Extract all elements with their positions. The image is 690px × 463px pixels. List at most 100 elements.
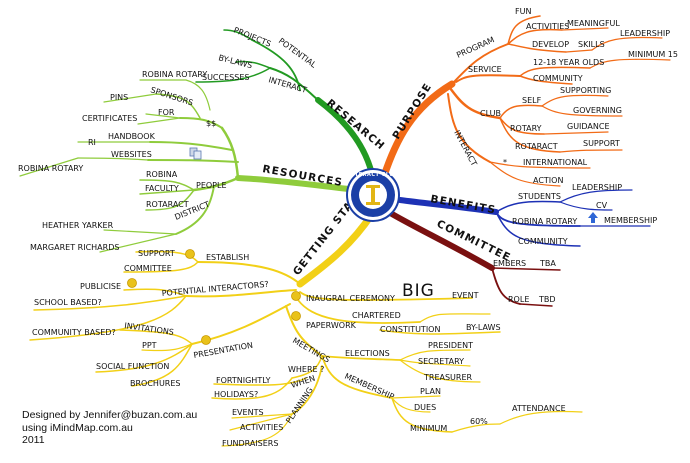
node-club: CLUB xyxy=(480,109,501,118)
node-rotaract: ROTARACT xyxy=(146,200,189,209)
node-planning: PLANNING xyxy=(284,386,315,425)
node-tbd: TBD xyxy=(538,295,556,304)
node-community: COMMUNITY xyxy=(533,74,583,83)
branch-committee xyxy=(389,211,561,307)
node-robina-rotary-2: ROBINA ROTARY xyxy=(18,164,83,173)
branch-purpose xyxy=(380,15,671,187)
node-program: PROGRAM xyxy=(455,35,496,60)
branch-title-research: RESEARCH xyxy=(324,97,387,153)
node-heather: HEATHER YARKER xyxy=(42,221,114,230)
node-cv: CV xyxy=(596,201,608,210)
node-event: EVENT xyxy=(452,291,479,300)
node-social-function: SOCIAL FUNCTION xyxy=(96,362,169,371)
node-support: SUPPORT xyxy=(138,249,175,258)
node-successes: SUCCESSES xyxy=(202,73,249,82)
branch-getting-started xyxy=(29,210,583,447)
node-paperwork: PAPERWORK xyxy=(306,321,357,330)
node-robina-rotary: ROBINA ROTARY xyxy=(142,70,207,79)
node-meetings: MEETINGS xyxy=(291,336,331,365)
credit-tool: using iMindMap.com.au xyxy=(22,421,133,434)
node-leadership: LEADERSHIP xyxy=(572,183,622,192)
branch-resources xyxy=(19,79,361,253)
node-develop: DEVELOP xyxy=(532,40,569,49)
node-bylaws: BY-LAWS xyxy=(466,323,501,332)
node-international: INTERNATIONAL xyxy=(523,158,588,167)
node-projects: PROJECTS xyxy=(232,26,272,49)
node-self: SELF xyxy=(522,96,542,105)
node-ppt: PPT xyxy=(142,341,157,350)
node-interact: INTERACT xyxy=(267,75,307,95)
node-presentation: PRESENTATION xyxy=(193,341,254,360)
node-support: SUPPORT xyxy=(583,139,620,148)
node-role: ROLE xyxy=(508,295,529,304)
node-websites: WEBSITES xyxy=(111,150,152,159)
branch-research-labels: RESEARCH PROJECTS POTENTIAL BY-LAWS SUCC… xyxy=(202,26,387,153)
branch-title-benefits: BENEFITS xyxy=(429,193,497,216)
node-minimum15: MINIMUM 15 xyxy=(628,50,678,59)
credits: Designed by Jennifer@buzan.com.au using … xyxy=(22,409,197,447)
bullet-markers xyxy=(127,249,301,345)
bullet-icon xyxy=(291,311,301,321)
node-committee: COMMITTEE xyxy=(124,264,172,273)
node-fun: FUN xyxy=(515,7,531,16)
node-people: PEOPLE xyxy=(196,181,227,190)
node-chartered: CHARTERED xyxy=(352,311,401,320)
node-robina-rotary: ROBINA ROTARY xyxy=(512,217,577,226)
node-community: COMMUNITY xyxy=(518,237,568,246)
node-ri: RI xyxy=(88,138,96,147)
node-robina: ROBINA xyxy=(146,170,178,179)
node-supporting: SUPPORTING xyxy=(560,86,611,95)
node-brochures: BROCHURES xyxy=(130,379,181,388)
node-fundraisers: FUNDRAISERS xyxy=(222,439,278,448)
node-activities: ACTIVITIES xyxy=(240,423,283,432)
node-attendance: ATTENDANCE xyxy=(512,404,566,413)
node-inaugural: INAUGRAL CEREMONY xyxy=(306,294,395,303)
branch-title-purpose: PURPOSE xyxy=(390,81,434,142)
node-action: ACTION xyxy=(533,176,563,185)
node-guidance: GUIDANCE xyxy=(567,122,610,131)
branch-benefits xyxy=(397,189,651,247)
node-governing: GOVERNING xyxy=(573,106,622,115)
node-margaret: MARGARET RICHARDS xyxy=(30,243,119,252)
node-students: STUDENTS xyxy=(518,192,561,201)
node-dues: DUES xyxy=(414,403,436,412)
credit-year: 2011 xyxy=(22,434,45,446)
interact-logo: INTERACT CLUB xyxy=(346,168,400,222)
bullet-icon xyxy=(201,335,211,345)
node-invitations: INVITATIONS xyxy=(124,321,175,337)
bullet-icon xyxy=(291,291,301,301)
node-community-based: COMMUNITY BASED? xyxy=(32,328,116,337)
node-meaningful: MEANINGFUL xyxy=(567,19,620,28)
node-publicise: PUBLICISE xyxy=(80,282,121,291)
node-activities: ACTIVITIES xyxy=(526,22,569,31)
node-secretary: SECRETARY xyxy=(418,357,464,366)
node-star: * xyxy=(503,158,507,167)
node-big: BIG xyxy=(402,281,435,301)
node-minimum: MINIMUM xyxy=(410,424,447,433)
node-rotary: ROTARY xyxy=(510,124,542,133)
node-tba: TBA xyxy=(539,259,556,268)
node-60-percent: 60% xyxy=(470,417,488,426)
credit-designer: Designed by Jennifer@buzan.com.au xyxy=(22,409,198,421)
node-plan: PLAN xyxy=(420,387,441,396)
node-sponsors: SPONSORS xyxy=(149,85,194,107)
node-when: WHEN xyxy=(290,374,317,390)
branch-research xyxy=(195,29,375,177)
node-certificates: CERTIFICATES xyxy=(82,114,137,123)
node-elections: ELECTIONS xyxy=(345,349,390,358)
node-establish: ESTABLISH xyxy=(206,253,249,262)
arrow-up-icon xyxy=(588,212,598,223)
node-dollars: $$ xyxy=(206,119,216,128)
node-handbook: HANDBOOK xyxy=(108,132,156,141)
bullet-icon xyxy=(185,249,195,259)
node-faculty: FACULTY xyxy=(145,184,179,193)
node-events: EVENTS xyxy=(232,408,264,417)
node-for: FOR xyxy=(158,108,175,117)
node-bylaws: BY-LAWS xyxy=(218,53,254,70)
node-pins: PINS xyxy=(110,93,128,102)
node-school: SCHOOL BASED? xyxy=(34,298,102,307)
bullet-icon xyxy=(127,278,137,288)
node-service: SERVICE xyxy=(468,65,502,74)
